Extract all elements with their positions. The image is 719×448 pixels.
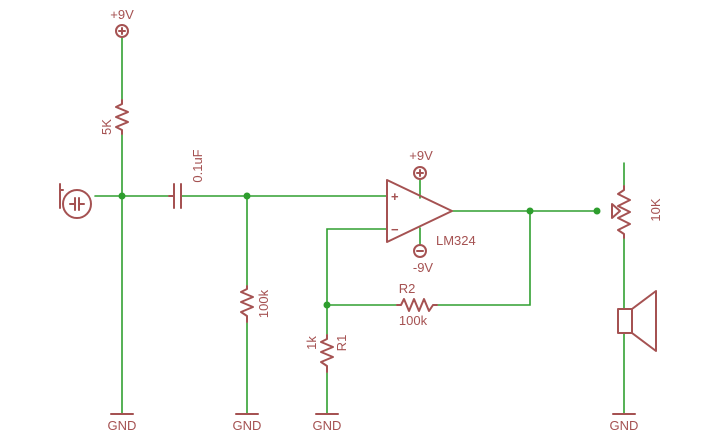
- wire-r2-to-output: [436, 210, 531, 306]
- resistor-100k-input-label: 100k: [256, 289, 271, 318]
- resistor-r2: R2 100k: [396, 281, 438, 328]
- junction-output-node: [526, 207, 534, 215]
- gnd-label-r1: GND: [313, 418, 342, 433]
- resistor-r1-value: 1k: [304, 336, 319, 350]
- opamp-name-label: LM324: [436, 233, 476, 248]
- opamp-triangle: [386, 179, 453, 243]
- opamp-vcc-symbol: [413, 166, 427, 180]
- resistor-r1: 1k R1: [304, 334, 349, 373]
- supply-vcc-top: +9V: [110, 7, 134, 38]
- opamp-vcc-label: +9V: [409, 148, 433, 163]
- resistor-r2-name: R2: [399, 281, 416, 296]
- microphone: [59, 183, 92, 219]
- opamp-plus-sign: +: [391, 189, 399, 204]
- vcc-top-label: +9V: [110, 7, 134, 22]
- ground-mic: GND: [108, 413, 137, 433]
- opamp-lm324: + − +9V -9V LM324: [386, 148, 476, 275]
- resistor-5k: 5K: [99, 99, 129, 135]
- resistor-r1-name: R1: [334, 335, 349, 352]
- speaker: [617, 290, 657, 352]
- junctions: [118, 192, 601, 309]
- ground-r1: GND: [313, 413, 342, 433]
- opamp-minus-sign: −: [391, 222, 399, 237]
- gnd-label-speaker: GND: [610, 418, 639, 433]
- opamp-vee-symbol: [413, 244, 427, 258]
- microphone-icon: [62, 189, 92, 219]
- speaker-icon: [617, 308, 633, 334]
- gnd-label-input: GND: [233, 418, 262, 433]
- junction-wiper-node: [593, 207, 601, 215]
- junction-input-node: [243, 192, 251, 200]
- vcc-symbol: [115, 24, 129, 38]
- resistor-r2-value: 100k: [399, 313, 428, 328]
- ground-input-resistor: GND: [233, 413, 262, 433]
- junction-feedback-node: [323, 301, 331, 309]
- potentiometer-wiper-arrow: [611, 203, 621, 219]
- grounds: GND GND GND GND: [108, 413, 639, 433]
- opamp-vee-label: -9V: [413, 260, 434, 275]
- gnd-label-mic: GND: [108, 418, 137, 433]
- potentiometer-10k: 10K: [611, 185, 663, 239]
- ground-speaker: GND: [610, 413, 639, 433]
- resistor-100k-input: 100k: [240, 285, 271, 323]
- wires: [94, 37, 625, 415]
- potentiometer-label: 10K: [648, 198, 663, 221]
- wire-inverting-input: [326, 228, 388, 306]
- resistor-5k-label: 5K: [99, 119, 114, 135]
- junction-mic-node: [118, 192, 126, 200]
- capacitor-0.1uf: 0.1uF: [168, 149, 205, 209]
- capacitor-label: 0.1uF: [190, 149, 205, 182]
